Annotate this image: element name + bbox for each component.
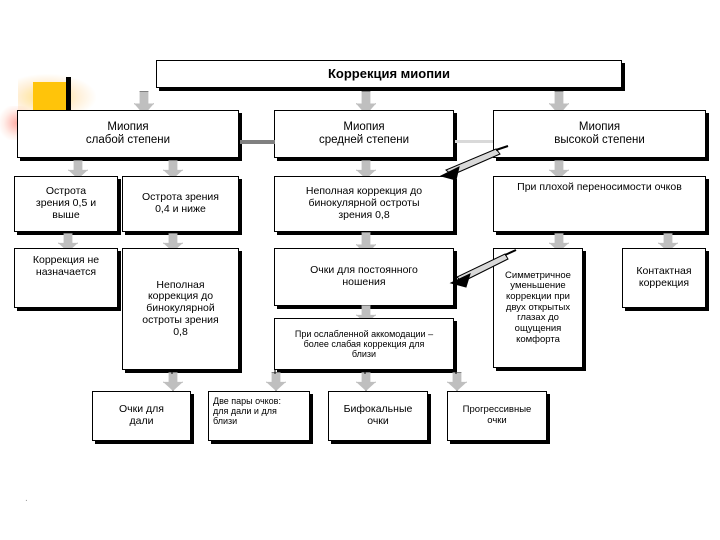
node-poor-tolerance: При плохой переносимости очков [493,176,706,232]
node-weak-accommodation: При ослабленной аккомодации –более слаба… [274,318,454,370]
node-poor-tolerance-label: При плохой переносимости очков [517,181,682,193]
arrow-to-glasses-distance [163,372,183,391]
arrow-to-two-pairs [266,372,286,391]
arrow-to-progressive [447,372,467,391]
title-label: Коррекция миопии [327,65,451,81]
yellow-swatch-artifact [33,82,66,112]
node-weak-accommodation-label: При ослабленной аккомодации –более слаба… [294,328,434,360]
bottom-left-mark: . [25,493,28,504]
black-bar-artifact [66,77,71,113]
arrow-to-bifocal [356,372,376,391]
connector-mild-moderate [240,140,275,144]
connector-moderate-high [455,140,493,143]
title-box: Коррекция миопии [156,60,622,88]
